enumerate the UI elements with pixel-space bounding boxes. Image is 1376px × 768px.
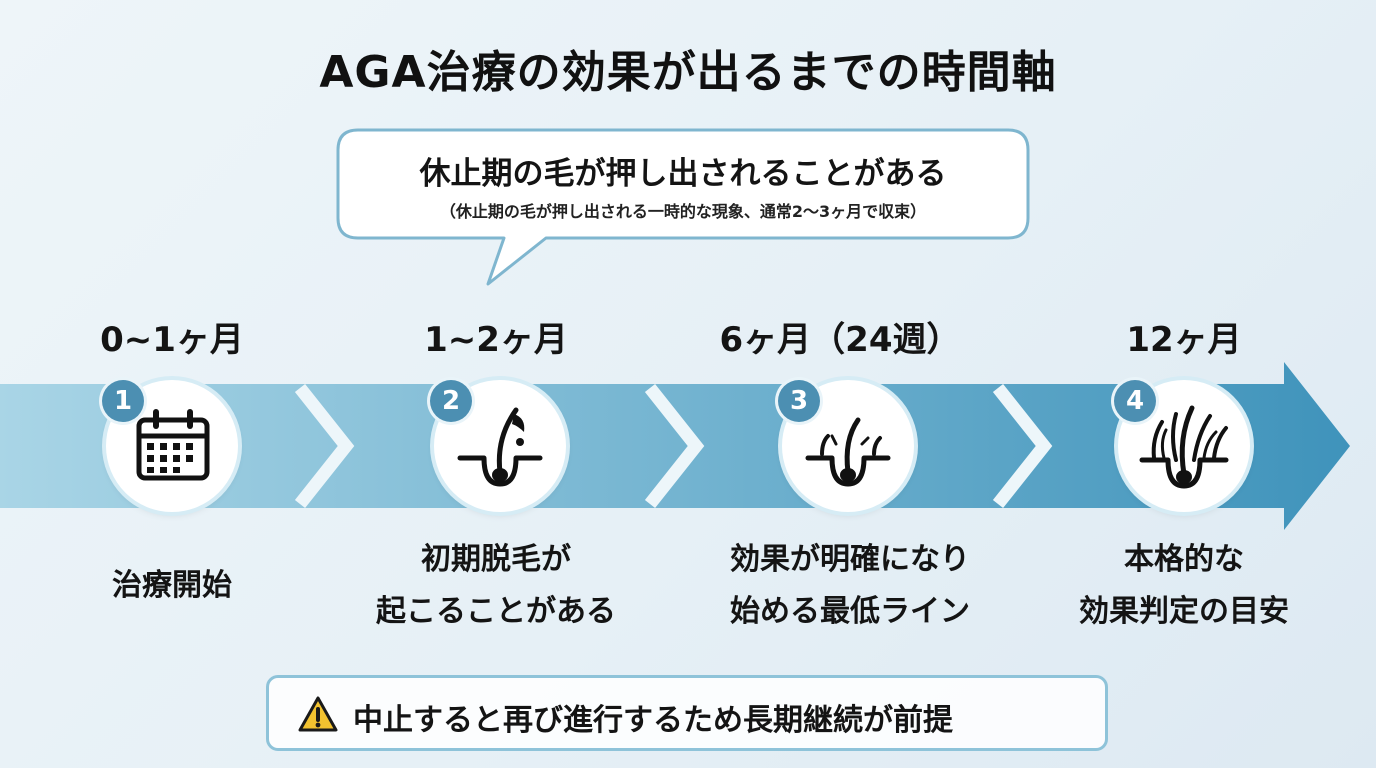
page-title: AGA治療の効果が出るまでの時間軸 xyxy=(319,47,1057,98)
callout-bubble-shape xyxy=(336,128,1030,286)
step-3-description: 効果が明確になり 始める最低ライン xyxy=(690,534,1010,638)
callout-sub-text: （休止期の毛が押し出される一時的な現象、通常2～3ヶ月で収束） xyxy=(439,202,927,221)
step-1-description: 治療開始 xyxy=(12,560,332,612)
step-1-badge: 1 xyxy=(102,380,144,422)
calendar-icon xyxy=(136,409,210,481)
chevron-separator-1 xyxy=(294,383,355,509)
step-2-description: 初期脱毛が 起こることがある xyxy=(336,534,656,638)
step-2-badge: 2 xyxy=(430,380,472,422)
warning-icon xyxy=(298,696,338,732)
hair-shedding-icon xyxy=(457,407,543,487)
hair-growth-icon xyxy=(1139,405,1229,489)
period-label-3: 6ヶ月（24週） xyxy=(719,320,961,360)
step-2-description-line-2: 起こることがある xyxy=(376,594,616,629)
step-3-badge: 3 xyxy=(778,380,820,422)
chevron-separator-3 xyxy=(992,383,1053,509)
hair-sprouting-icon xyxy=(805,417,891,487)
step-3-description-line-1: 効果が明確になり xyxy=(730,542,970,577)
step-1-description-line-1: 治療開始 xyxy=(112,568,232,603)
timeline-arrow xyxy=(0,362,1350,530)
step-4-description-line-1: 本格的な xyxy=(1124,542,1244,577)
step-4-badge: 4 xyxy=(1114,380,1156,422)
period-label-1: 0~1ヶ月 xyxy=(100,320,244,360)
step-2-description-line-1: 初期脱毛が xyxy=(421,542,571,577)
step-3-description-line-2: 始める最低ライン xyxy=(730,594,970,629)
note-box: 中止すると再び進行するため長期継続が前提 xyxy=(266,675,1108,751)
chevron-separator-2 xyxy=(644,383,705,509)
callout-bubble: 休止期の毛が押し出されることがある （休止期の毛が押し出される一時的な現象、通常… xyxy=(336,128,1030,286)
note-text: 中止すると再び進行するため長期継続が前提 xyxy=(353,703,953,738)
period-label-4: 12ヶ月 xyxy=(1126,320,1242,360)
callout-main-text: 休止期の毛が押し出されることがある xyxy=(419,156,947,192)
step-4-description: 本格的な 効果判定の目安 xyxy=(1024,534,1344,638)
period-label-2: 1~2ヶ月 xyxy=(424,320,568,360)
step-4-description-line-2: 効果判定の目安 xyxy=(1079,594,1289,629)
step-1-circle xyxy=(106,380,238,512)
